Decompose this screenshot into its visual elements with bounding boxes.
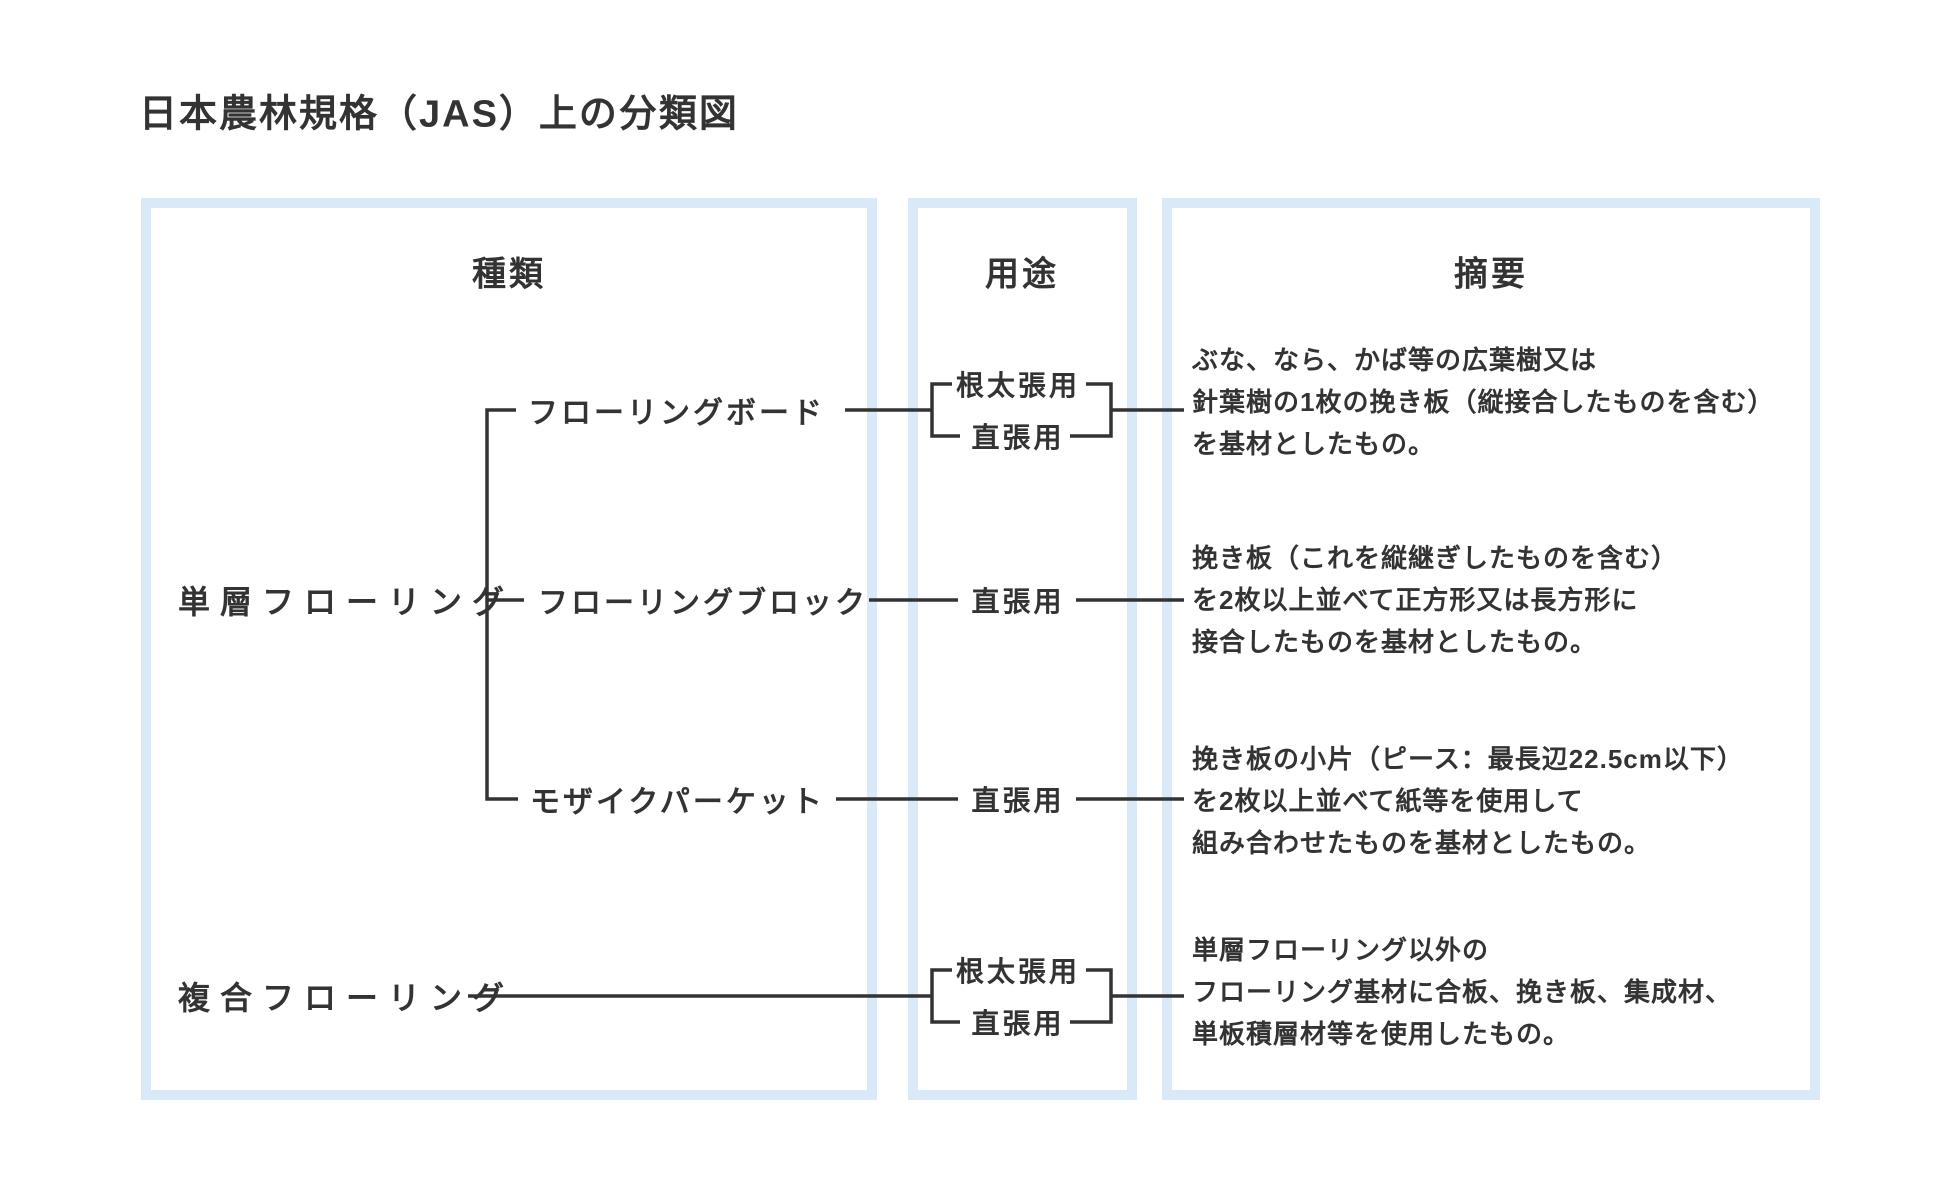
summary-row1-line3: を基材としたもの。	[1192, 429, 1436, 459]
type-label-flooring-block: フローリングブロック	[538, 587, 868, 620]
summary-row3-line3: 組み合わせたものを基材としたもの。	[1192, 828, 1652, 858]
usage-label-row1-jikabari: 直張用	[971, 422, 1065, 453]
usage-label-row2-jikabari: 直張用	[971, 586, 1065, 617]
panel-summary	[1162, 198, 1820, 1100]
summary-row1-line1: ぶな、なら、かば等の広葉樹又は	[1192, 345, 1598, 375]
summary-row3-line1: 挽き板の小片（ピース：最長辺22.5cm以下）	[1192, 744, 1744, 774]
usage-label-row1-nedabari: 根太張用	[955, 370, 1081, 401]
summary-row2-line2: を2枚以上並べて正方形又は長方形に	[1192, 585, 1639, 615]
summary-row2: 挽き板（これを縦継ぎしたものを含む） を2枚以上並べて正方形又は長方形に 接合し…	[1192, 537, 1678, 663]
summary-row3: 挽き板の小片（ピース：最長辺22.5cm以下） を2枚以上並べて紙等を使用して …	[1192, 738, 1744, 864]
type-label-mosaic-parquet: モザイクパーケット	[530, 786, 825, 819]
summary-row2-line3: 接合したものを基材としたもの。	[1192, 627, 1598, 657]
column-header-usage: 用途	[985, 255, 1059, 294]
type-label-flooring-board: フローリングボード	[528, 397, 825, 430]
usage-label-row3-jikabari: 直張用	[971, 785, 1065, 816]
panel-usage	[908, 198, 1137, 1100]
column-header-summary: 摘要	[1454, 255, 1528, 294]
usage-label-row4-nedabari: 根太張用	[955, 956, 1081, 987]
group-label-tanso-flooring: 単層フローリング	[178, 584, 515, 620]
summary-row4-line1: 単層フローリング以外の	[1192, 935, 1490, 965]
summary-row1: ぶな、なら、かば等の広葉樹又は 針葉樹の1枚の挽き板（縦接合したものを含む） を…	[1192, 339, 1774, 465]
summary-row2-line1: 挽き板（これを縦継ぎしたものを含む）	[1192, 543, 1679, 573]
group-label-fukugo-flooring: 複合フローリング	[178, 980, 515, 1016]
summary-row4-line3: 単板積層材等を使用したもの。	[1192, 1019, 1571, 1049]
usage-label-row4-jikabari: 直張用	[971, 1008, 1065, 1039]
summary-row4: 単層フローリング以外の フローリング基材に合板、挽き板、集成材、 単板積層材等を…	[1192, 929, 1732, 1055]
summary-row3-line2: を2枚以上並べて紙等を使用して	[1192, 786, 1584, 816]
column-header-type: 種類	[472, 255, 546, 294]
summary-row4-line2: フローリング基材に合板、挽き板、集成材、	[1192, 977, 1733, 1007]
summary-row1-line2: 針葉樹の1枚の挽き板（縦接合したものを含む）	[1192, 387, 1775, 417]
diagram-title: 日本農林規格（JAS）上の分類図	[139, 93, 739, 136]
panel-type	[141, 198, 877, 1100]
